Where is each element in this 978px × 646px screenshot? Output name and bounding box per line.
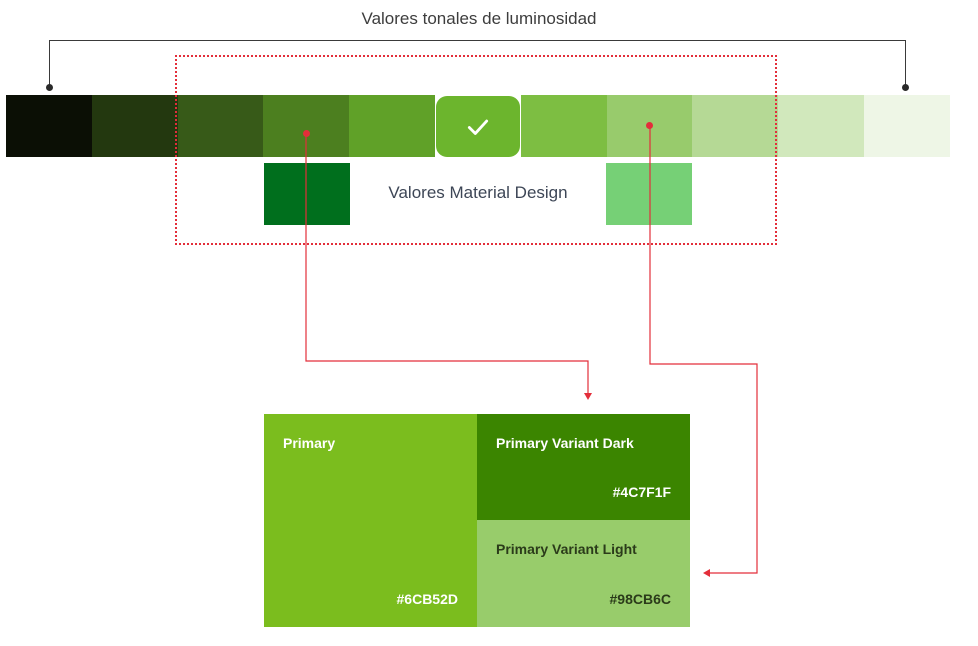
dark-connector-arrowhead: [584, 393, 592, 400]
bracket-left-line: [49, 40, 50, 87]
tonal-swatch[interactable]: [91, 95, 178, 157]
variant-light-name: Primary Variant Light: [496, 541, 637, 557]
material-light-swatch: [606, 163, 692, 225]
bracket-top-line: [49, 40, 906, 41]
primary-card: Primary #6CB52D: [264, 414, 477, 627]
bracket-right-line: [905, 40, 906, 87]
primary-name: Primary: [283, 435, 336, 451]
material-design-label: Valores Material Design: [388, 183, 568, 202]
tonal-swatch[interactable]: [177, 95, 264, 157]
light-connector-arrowhead: [703, 569, 710, 577]
tonal-swatch[interactable]: [778, 95, 864, 157]
dark-connector-dot: [303, 130, 310, 137]
bracket-left-dot: [46, 84, 53, 91]
light-connector-dot: [646, 122, 653, 129]
variant-light-card: Primary Variant Light #98CB6C: [477, 520, 690, 627]
primary-hex: #6CB52D: [396, 591, 458, 607]
variant-light-hex: #98CB6C: [609, 591, 671, 607]
tonal-swatch[interactable]: [863, 95, 950, 157]
variant-dark-name: Primary Variant Dark: [496, 435, 634, 451]
bracket-right-dot: [902, 84, 909, 91]
material-dark-swatch: [264, 163, 350, 225]
tonal-swatch[interactable]: [6, 95, 92, 157]
variant-dark-card: Primary Variant Dark #4C7F1F: [477, 414, 690, 520]
diagram-title: Valores tonales de luminosidad: [361, 9, 597, 28]
variant-dark-hex: #4C7F1F: [612, 484, 671, 500]
